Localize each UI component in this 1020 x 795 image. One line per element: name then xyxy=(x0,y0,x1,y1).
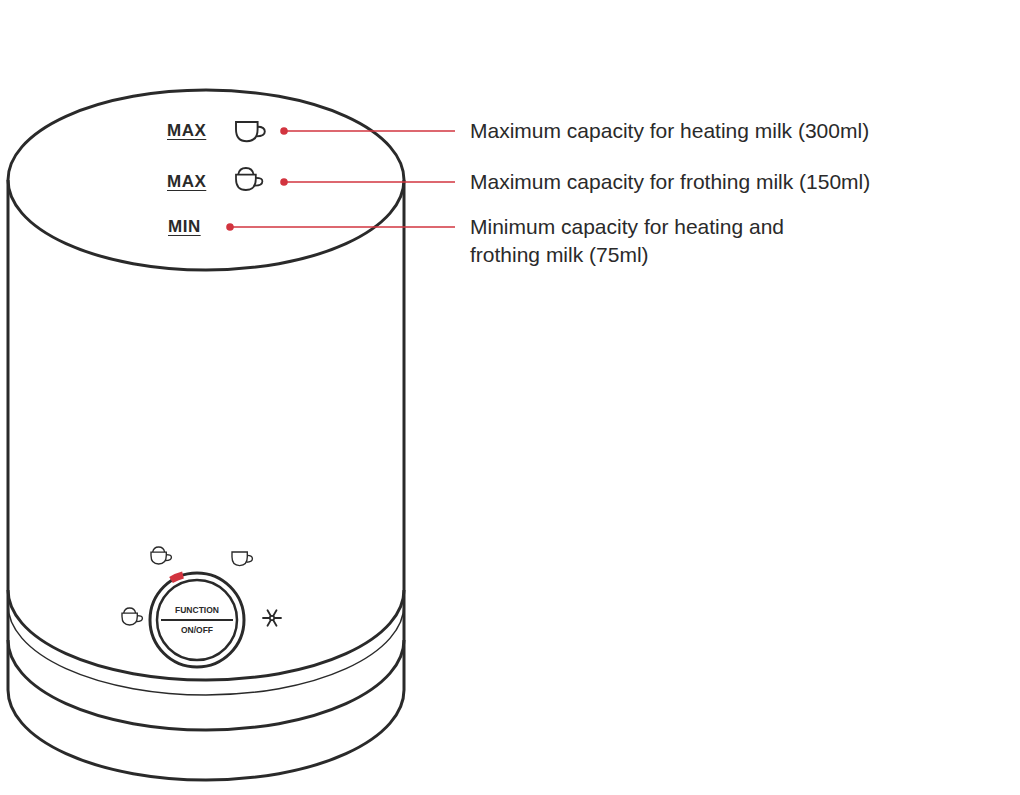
control-dial: FUNCTION ON/OFF xyxy=(148,571,246,669)
callout-text: Minimum capacity for heating and frothin… xyxy=(470,213,800,269)
dial-label: ON/OFF xyxy=(148,625,246,635)
dial-outline xyxy=(148,571,246,669)
callout-text: Maximum capacity for heating milk (300ml… xyxy=(470,117,869,145)
capacity-mark: MAX xyxy=(167,172,206,192)
capacity-mark: MAX xyxy=(167,121,206,141)
capacity-mark: MIN xyxy=(168,217,201,237)
callout-text: Maximum capacity for frothing milk (150m… xyxy=(470,168,870,196)
dial-label: FUNCTION xyxy=(148,605,246,615)
